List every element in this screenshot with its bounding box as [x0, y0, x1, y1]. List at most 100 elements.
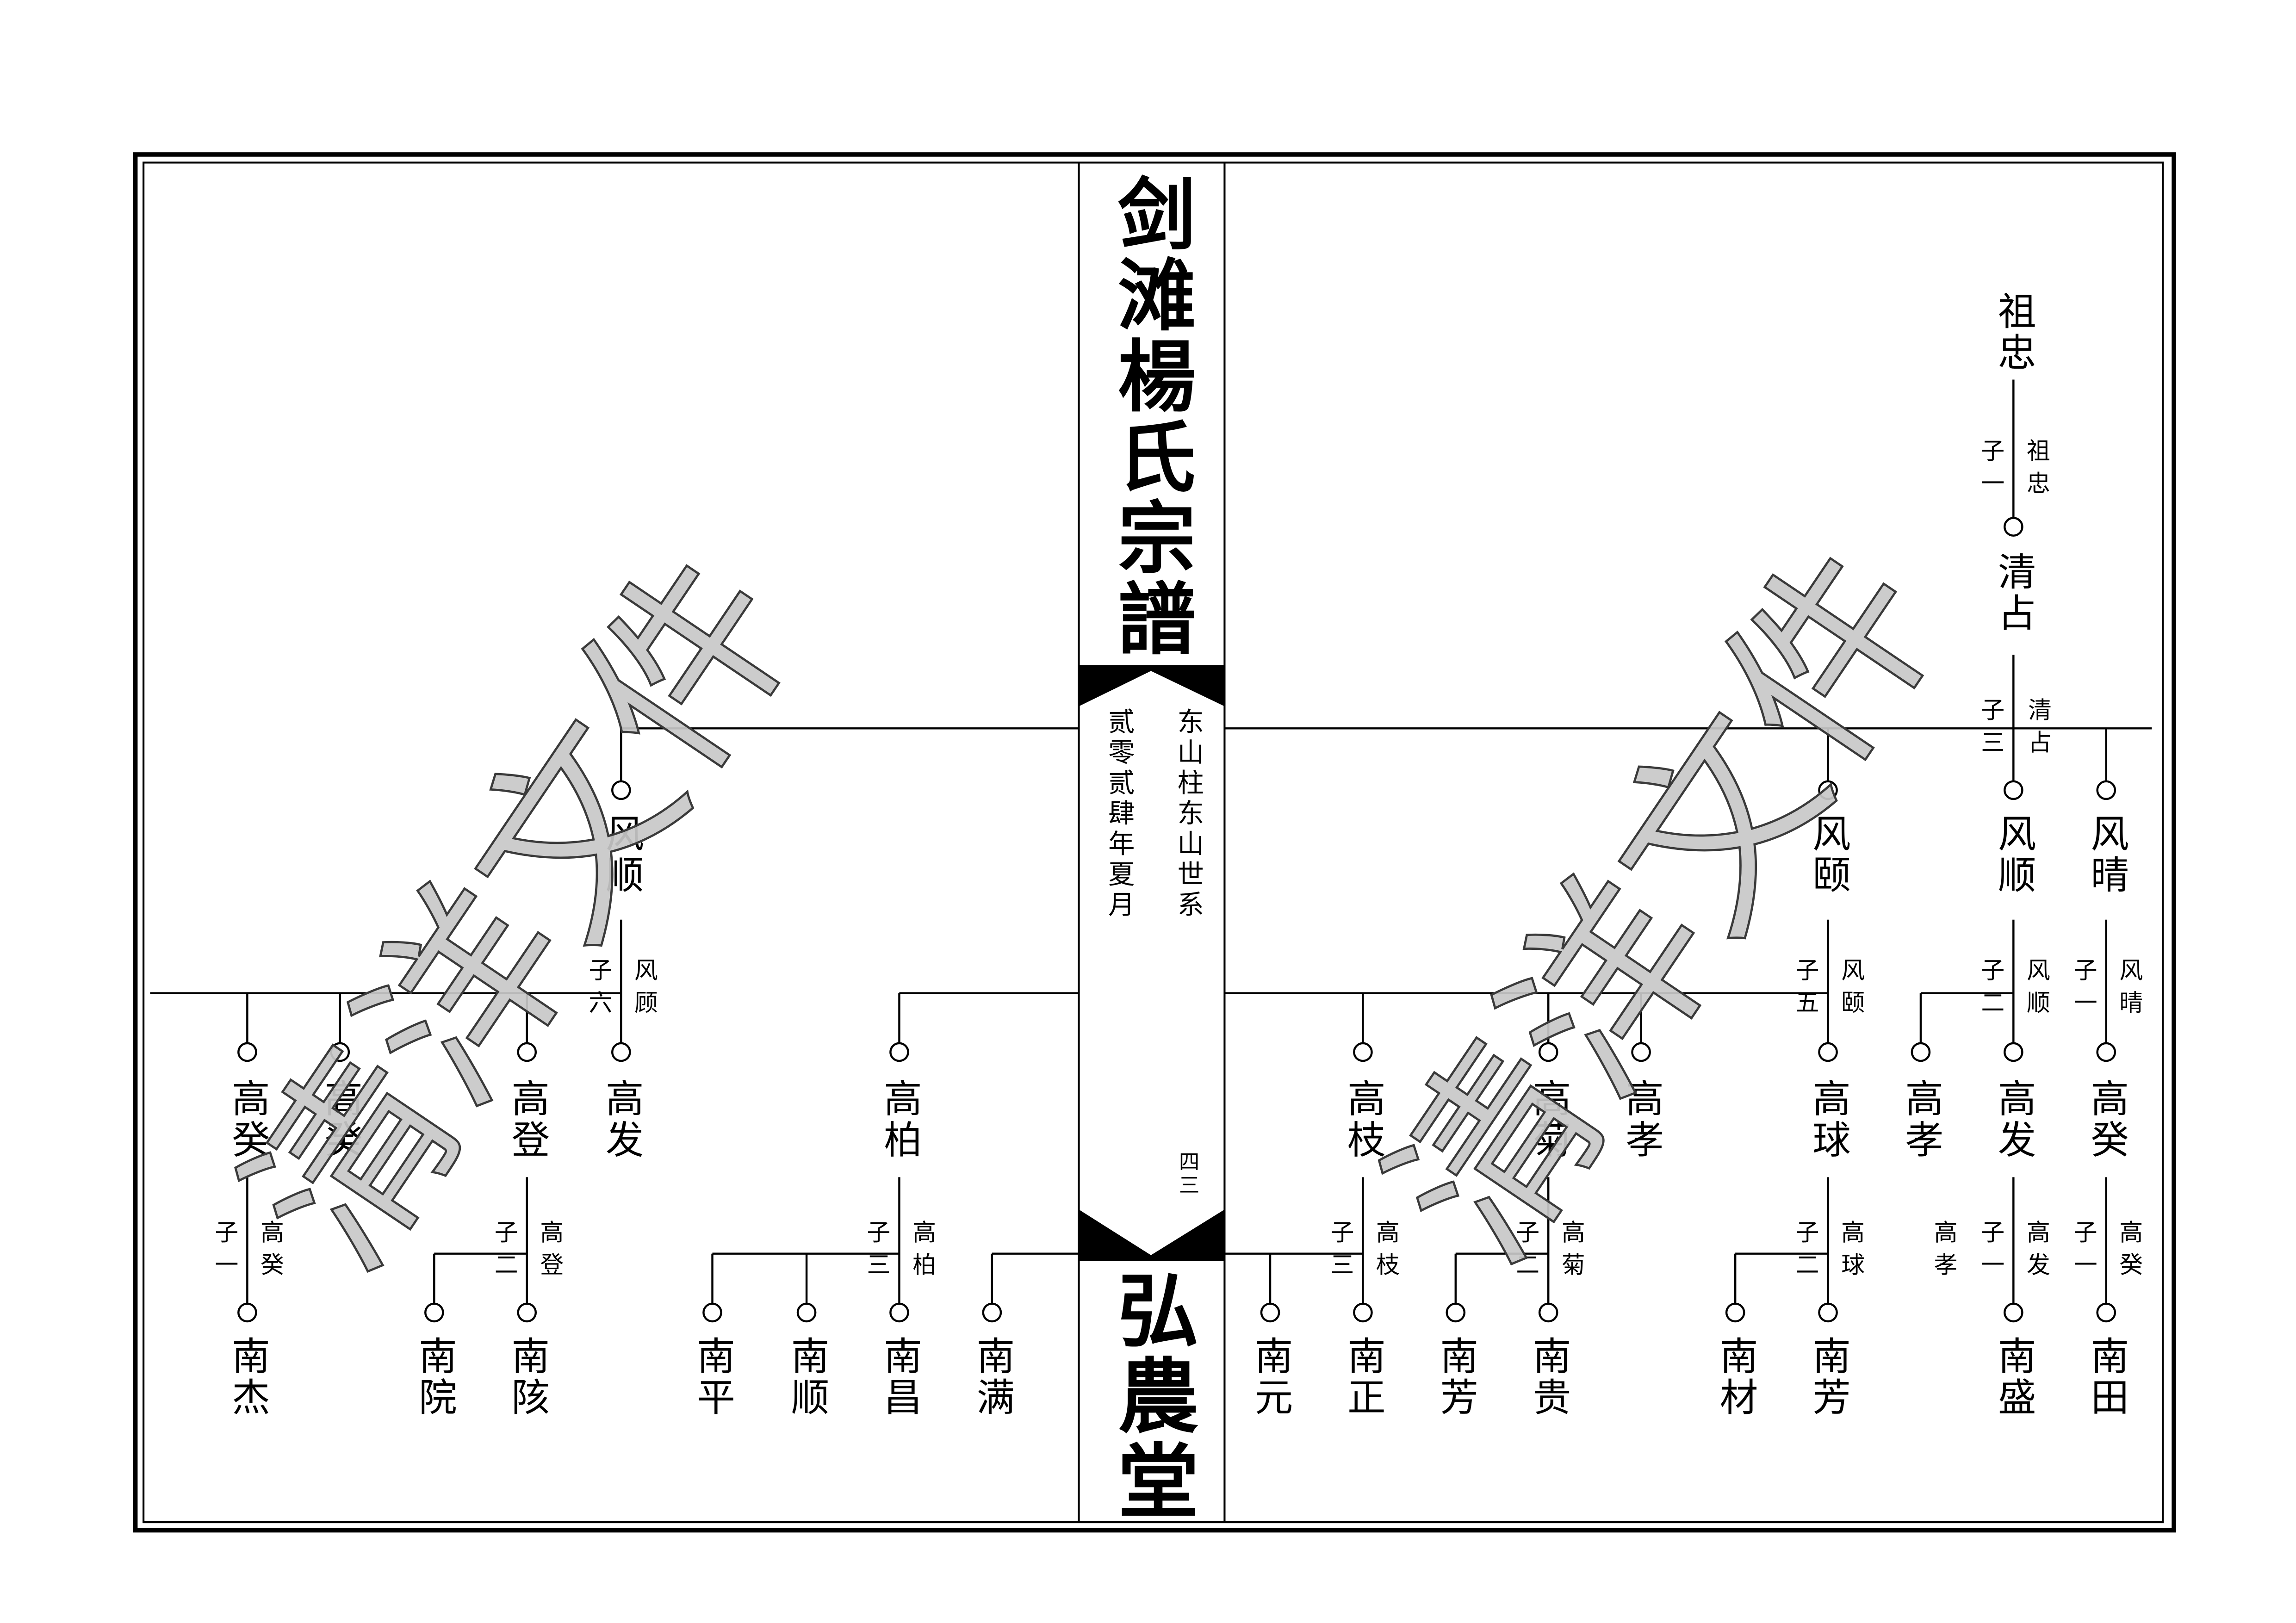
- person-name: 高癸: [225, 1078, 270, 1161]
- person-marker: [1631, 1042, 1651, 1062]
- sons-count-label: 子三: [1976, 697, 2005, 762]
- sons-count-label: 子二: [1511, 1220, 1540, 1285]
- person-name: 南杰: [225, 1336, 270, 1419]
- compile-date: 贰零贰肆年夏月: [1104, 707, 1135, 921]
- person-marker: [889, 1302, 909, 1323]
- sons-count-label: 子一: [1976, 438, 2005, 503]
- person-name: 高孝: [1619, 1078, 1663, 1161]
- person-name: 南田: [2084, 1336, 2128, 1419]
- person-name: 祖忠: [1991, 291, 2036, 374]
- person-name: 南正: [1340, 1336, 1385, 1419]
- person-marker: [1911, 1042, 1931, 1062]
- person-name: 风颐: [1806, 813, 1850, 896]
- sons-count-label: 子二: [1976, 958, 2005, 1023]
- sons-count-label: 子三: [862, 1220, 891, 1285]
- person-name: 南昌: [877, 1336, 922, 1419]
- inner-frame: [143, 161, 2164, 1524]
- father-label: 风顺: [2022, 958, 2050, 1023]
- person-marker: [611, 1042, 631, 1062]
- person-marker: [982, 1302, 1002, 1323]
- father-label: 高发: [2022, 1220, 2050, 1285]
- father-label: 高癸: [256, 1220, 284, 1285]
- sons-count-label: 子二: [1791, 1220, 1819, 1285]
- person-marker: [1538, 1302, 1558, 1323]
- father-label: 高孝: [1930, 1220, 1958, 1285]
- person-name: 高枝: [1340, 1078, 1385, 1161]
- father-label: 高球: [1837, 1220, 1865, 1285]
- person-marker: [1818, 1042, 1838, 1062]
- person-name: 高发: [1991, 1078, 2036, 1161]
- father-label: 高柏: [908, 1220, 936, 1285]
- person-marker: [2096, 1302, 2116, 1323]
- person-marker: [611, 780, 631, 800]
- sons-count-label: 子五: [1791, 958, 1819, 1023]
- father-label: 高癸: [2115, 1220, 2143, 1285]
- person-name: 风晴: [2084, 813, 2128, 896]
- person-marker: [330, 1042, 350, 1062]
- person-marker: [2096, 780, 2116, 800]
- lineage-label: 东山柱东山世系: [1173, 707, 1204, 921]
- person-name: 风顺: [599, 813, 644, 896]
- sons-count-label: 子一: [1976, 1220, 2005, 1285]
- top-fishtail: [1079, 665, 1225, 706]
- person-marker: [237, 1302, 257, 1323]
- sons-count-label: 子一: [210, 1220, 239, 1285]
- father-label: 风晴: [2115, 958, 2143, 1023]
- sons-count-label: 子三: [1326, 1220, 1354, 1285]
- person-name: 南元: [1248, 1336, 1292, 1419]
- person-name: 南院: [412, 1336, 457, 1419]
- person-marker: [1353, 1302, 1373, 1323]
- person-marker: [424, 1302, 444, 1323]
- person-name: 南材: [1713, 1336, 1757, 1419]
- person-marker: [2096, 1042, 2116, 1062]
- person-name: 南陔: [505, 1336, 549, 1419]
- person-name: 高癸: [318, 1078, 362, 1161]
- person-name: 南顺: [784, 1336, 829, 1419]
- person-name: 高柏: [877, 1078, 922, 1161]
- person-name: 高发: [599, 1078, 644, 1161]
- person-name: 高登: [505, 1078, 549, 1161]
- person-marker: [702, 1302, 722, 1323]
- person-marker: [1260, 1302, 1280, 1323]
- hall-name: 弘農堂: [1104, 1268, 1200, 1524]
- person-name: 高癸: [2084, 1078, 2128, 1161]
- person-marker: [1818, 1302, 1838, 1323]
- father-label: 高枝: [1371, 1220, 1400, 1285]
- person-marker: [517, 1302, 537, 1323]
- person-marker: [1446, 1302, 1466, 1323]
- person-marker: [796, 1302, 817, 1323]
- person-marker: [1725, 1302, 1745, 1323]
- page-number: 四三: [1176, 1151, 1200, 1198]
- person-marker: [2004, 1302, 2023, 1323]
- person-marker: [2004, 780, 2023, 800]
- person-marker: [237, 1042, 257, 1062]
- person-marker: [1818, 780, 1838, 800]
- person-marker: [2004, 517, 2023, 537]
- person-name: 南芳: [1433, 1336, 1478, 1419]
- father-label: 祖忠: [2022, 438, 2050, 503]
- father-label: 清占: [2023, 697, 2052, 762]
- father-label: 高登: [535, 1220, 564, 1285]
- sons-count-label: 子二: [490, 1220, 518, 1285]
- person-name: 风顺: [1991, 813, 2036, 896]
- person-marker: [2004, 1042, 2023, 1062]
- person-name: 清占: [1991, 551, 2036, 634]
- person-name: 高球: [1806, 1078, 1850, 1161]
- person-name: 南贵: [1526, 1336, 1570, 1419]
- person-name: 南满: [970, 1336, 1014, 1419]
- sons-count-label: 子一: [2069, 958, 2097, 1023]
- bottom-fishtail: [1079, 1209, 1225, 1261]
- father-label: 高菊: [1557, 1220, 1585, 1285]
- sons-count-label: 子六: [584, 958, 613, 1023]
- person-name: 高菊: [1526, 1078, 1570, 1161]
- person-marker: [889, 1042, 909, 1062]
- person-name: 高孝: [1899, 1078, 1943, 1161]
- father-label: 风颐: [1837, 958, 1865, 1023]
- person-marker: [517, 1042, 537, 1062]
- person-name: 南盛: [1991, 1336, 2036, 1419]
- father-label: 风顾: [630, 958, 658, 1023]
- outer-frame: [133, 152, 2176, 1533]
- sons-count-label: 子一: [2069, 1220, 2097, 1285]
